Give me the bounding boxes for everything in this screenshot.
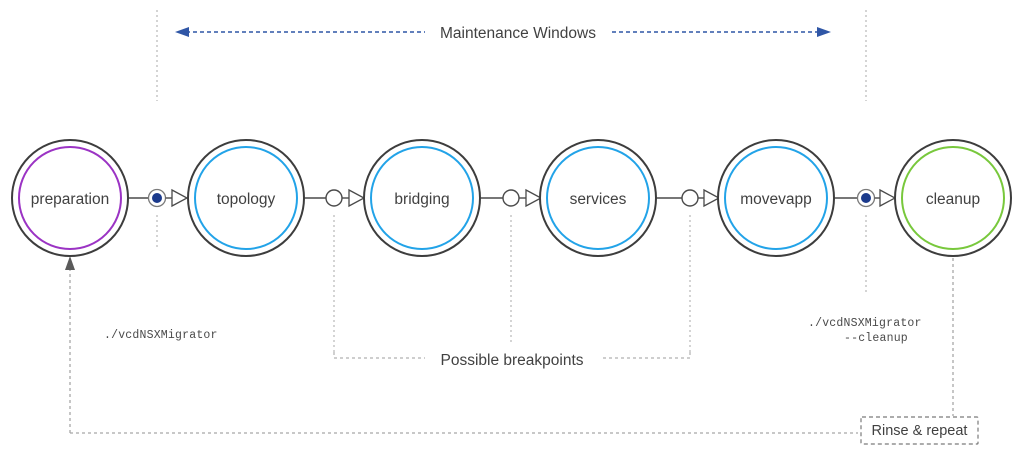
node-label: services [570,191,627,208]
connector-arrowhead [879,188,897,208]
breakpoint-marker-circle [502,189,520,207]
connector-arrowhead [703,188,721,208]
node-label: movevapp [740,191,812,208]
band-arrowhead-right [817,27,831,37]
breakpoint-marker-circle [681,189,699,207]
stage-node-movevapp[interactable]: movevapp [717,139,835,257]
node-inner-ring-blue [724,146,828,250]
breakpoint-marker-circle [325,189,343,207]
node-inner-ring-blue [546,146,650,250]
rinse-repeat-label: Rinse & repeat [872,423,968,439]
node-outer-ring [363,139,481,257]
loop-arrowhead-into-preparation [65,256,75,270]
possible-breakpoints-label: Possible breakpoints [440,352,583,369]
bracket-right-arm [600,352,691,359]
node-label: preparation [31,191,109,208]
connector-movevapp-cleanup [834,188,897,208]
node-inner-ring-green [901,146,1005,250]
command-label-cleanup-line1: ./vcdNSXMigrator [808,317,922,330]
node-outer-ring [187,139,305,257]
connector-arrowhead [348,188,366,208]
node-label: bridging [394,191,449,208]
possible-breakpoints-bracket: Possible breakpoints [333,352,691,369]
command-label-start: ./vcdNSXMigrator [104,329,218,342]
breakpoint-marker-dot [152,193,162,203]
band-arrowhead-left [175,27,189,37]
maintenance-windows-label: Maintenance Windows [440,25,596,42]
node-outer-ring [539,139,657,257]
node-outer-ring [894,139,1012,257]
rinse-repeat-loop: Rinse & repeat [65,256,979,445]
connector-topology-bridging [304,188,366,208]
node-outer-ring [11,139,129,257]
node-outer-ring [717,139,835,257]
node-label: cleanup [926,191,980,208]
connector-preparation-topology [128,188,189,208]
stage-node-services[interactable]: services [539,139,657,257]
connector-bridging-services [480,188,543,208]
stage-node-cleanup[interactable]: cleanup [894,139,1012,257]
bracket-left-arm [333,352,425,359]
breakpoint-guides [156,215,867,352]
breakpoint-marker-dot [861,193,871,203]
stage-node-bridging[interactable]: bridging [363,139,481,257]
command-label-cleanup-line2: --cleanup [844,332,908,345]
rinse-repeat-box [860,416,979,445]
stage-node-topology[interactable]: topology [187,139,305,257]
node-inner-ring-blue [194,146,298,250]
connector-arrowhead [171,188,189,208]
node-inner-ring-purple [18,146,122,250]
maintenance-windows-band: Maintenance Windows [156,10,867,101]
stage-node-preparation[interactable]: preparation [11,139,129,257]
node-inner-ring-blue [370,146,474,250]
connector-arrowhead [525,188,543,208]
connector-services-movevapp [656,188,721,208]
node-label: topology [217,191,276,208]
